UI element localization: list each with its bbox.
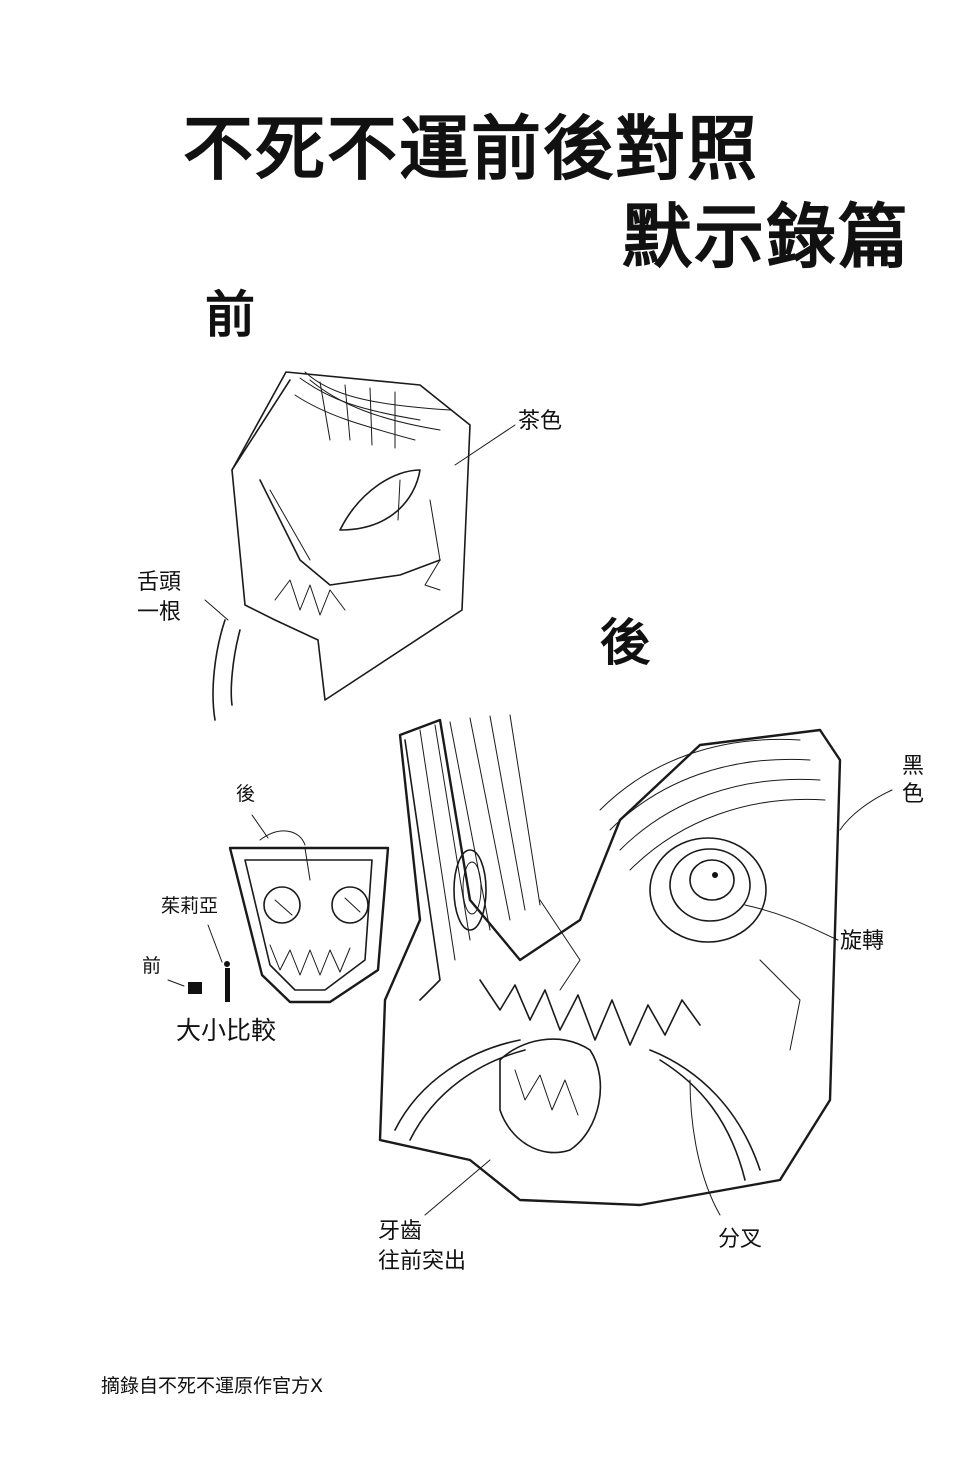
julia-pointer bbox=[207, 924, 223, 963]
brown-pointer-line bbox=[454, 424, 516, 466]
size-marks bbox=[188, 961, 230, 1002]
label-black-line2: 色 bbox=[902, 782, 925, 807]
label-brown: 茶色 bbox=[518, 409, 563, 434]
after-heading: 後 bbox=[600, 614, 650, 672]
small-after-face-sketch bbox=[228, 830, 390, 1004]
before-head-sketch bbox=[212, 371, 471, 721]
teeth-pointer-line bbox=[424, 1159, 491, 1216]
small-before-pointer bbox=[167, 979, 185, 987]
page-title-line1: 不死不運前後對照 bbox=[183, 108, 759, 190]
size-compare-before-label: 前 bbox=[142, 955, 162, 977]
before-heading: 前 bbox=[205, 286, 255, 344]
after-head-sketch bbox=[378, 714, 842, 1207]
label-teeth-line1: 牙齒 bbox=[378, 1219, 423, 1244]
label-tongue-line1: 舌頭 bbox=[137, 570, 182, 595]
size-compare-julia-label: 茱莉亞 bbox=[161, 895, 219, 917]
label-teeth-line2: 往前突出 bbox=[378, 1249, 467, 1274]
label-tongue-line2: 一根 bbox=[137, 600, 182, 625]
size-compare-caption: 大小比較 bbox=[176, 1016, 277, 1045]
size-compare-after-label: 後 bbox=[236, 783, 256, 805]
rotate-pointer-line bbox=[744, 904, 839, 941]
tongue-pointer-line bbox=[204, 599, 229, 621]
label-rotate: 旋轉 bbox=[840, 929, 885, 954]
fork-pointer-line bbox=[689, 1079, 721, 1216]
black-pointer-line bbox=[839, 789, 893, 831]
small-after-pointer bbox=[251, 814, 269, 839]
label-fork: 分叉 bbox=[718, 1227, 763, 1252]
label-black-line1: 黑 bbox=[902, 754, 925, 779]
footer-source: 摘錄自不死不運原作官方X bbox=[101, 1375, 324, 1397]
page-title-line2: 默示錄篇 bbox=[622, 196, 910, 278]
